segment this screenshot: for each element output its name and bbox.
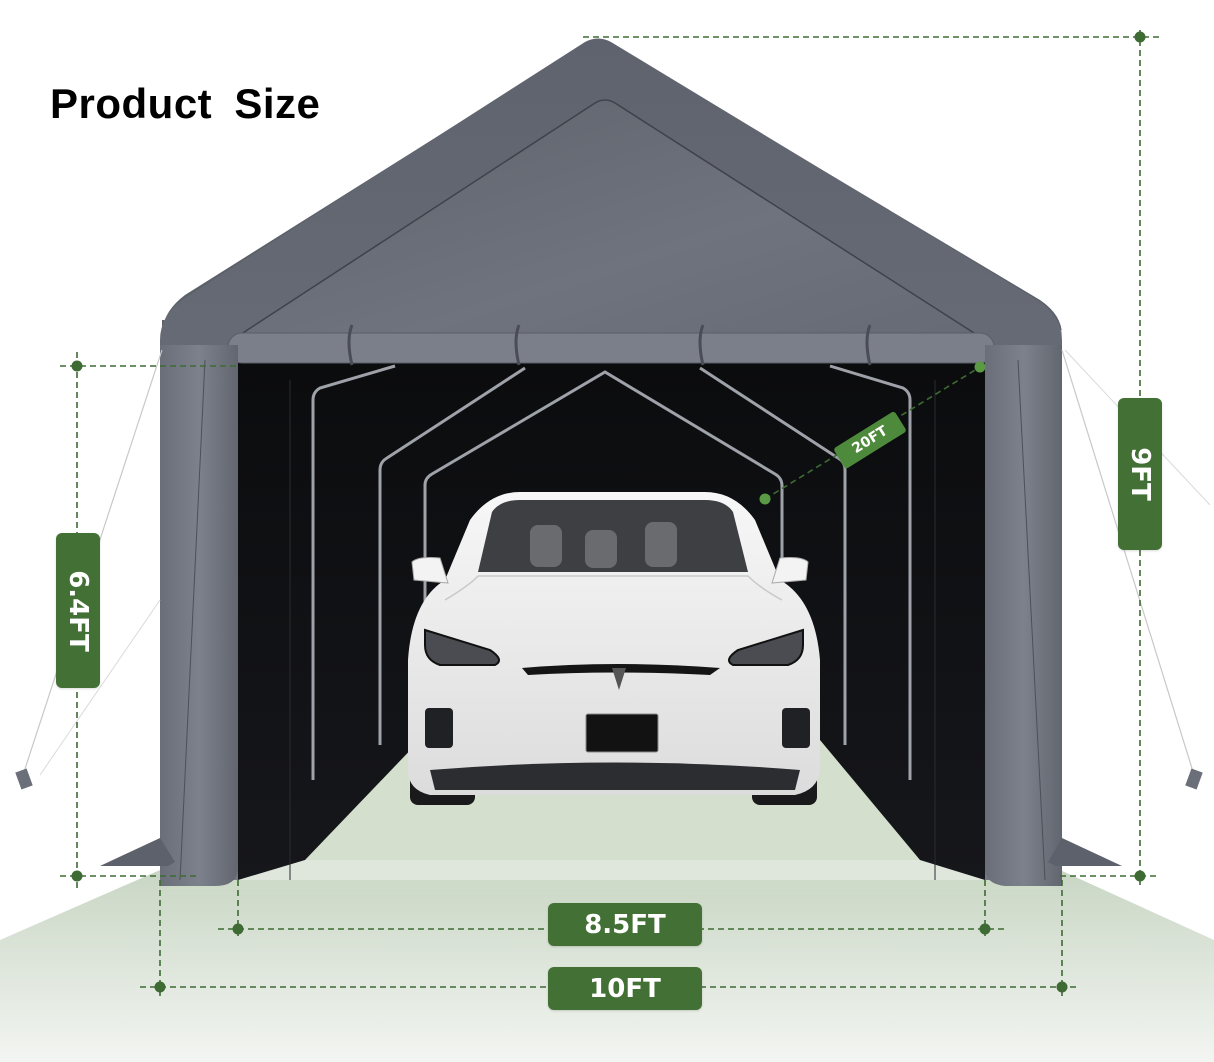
license-plate: [585, 713, 659, 753]
left-pole: [160, 345, 238, 886]
left-stake: [15, 768, 33, 790]
floor: [0, 870, 1214, 1062]
right-foot-plate: [1048, 838, 1122, 866]
total-height-label: 9FT: [1125, 447, 1155, 501]
page-title: Product Size: [50, 80, 321, 127]
inner-width-badge: 8.5FT: [548, 903, 702, 946]
total-height-badge: 9FT: [1118, 398, 1162, 550]
right-stake: [1185, 768, 1203, 790]
curtain-rod: [227, 332, 995, 364]
dimension-marker-dots: [71, 31, 1146, 993]
side-height-label: 6.4FT: [63, 569, 93, 652]
outer-width-badge: 10FT: [548, 967, 702, 1010]
side-height-badge: 6.4FT: [56, 533, 100, 688]
left-foot-plate: [100, 838, 175, 866]
right-pole: [985, 345, 1062, 886]
outer-width-label: 10FT: [589, 973, 661, 1004]
inner-width-label: 8.5FT: [584, 909, 666, 940]
car-illustration: [408, 492, 820, 805]
car-logo-icon: [612, 668, 626, 690]
gable-panel: [229, 99, 988, 341]
